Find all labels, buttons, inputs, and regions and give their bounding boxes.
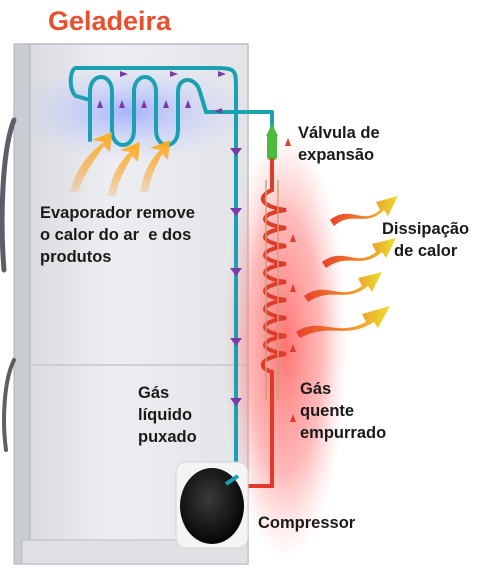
compressor-icon bbox=[175, 461, 249, 549]
label-heat-dissipation-line2: de calor bbox=[394, 242, 458, 260]
label-compressor: Compressor bbox=[258, 514, 356, 532]
label-liquid-gas-line3: puxado bbox=[138, 428, 197, 446]
label-evaporator-line1: Evaporador remove bbox=[40, 204, 195, 222]
heat-dissipation-arrows-icon bbox=[296, 196, 398, 338]
label-heat-dissipation-line1: Dissipação bbox=[382, 220, 470, 238]
door-handle-icon bbox=[0, 117, 17, 452]
label-liquid-gas-line2: líquido bbox=[138, 406, 193, 424]
label-evaporator-line2: o calor do ar e dos bbox=[40, 226, 192, 244]
condenser-rails bbox=[265, 180, 279, 400]
label-liquid-gas: Gás líquido puxado bbox=[138, 382, 197, 448]
label-liquid-gas-line1: Gás bbox=[138, 384, 170, 402]
label-hot-gas: Gás quente empurrado bbox=[300, 378, 386, 444]
label-evaporator-line3: produtos bbox=[40, 248, 112, 266]
diagram-title: Geladeira bbox=[48, 6, 172, 36]
label-hot-gas-line2: quente bbox=[300, 402, 355, 420]
flow-arrows bbox=[97, 71, 242, 406]
label-expansion-valve-line1: Válvula de bbox=[298, 124, 380, 142]
heat-absorption-arrows-icon bbox=[70, 132, 170, 196]
hot-flow-arrows bbox=[285, 138, 296, 422]
label-expansion-valve-line2: expansão bbox=[298, 146, 375, 164]
label-hot-gas-line3: empurrado bbox=[300, 424, 387, 442]
label-hot-gas-line1: Gás bbox=[300, 380, 332, 398]
label-expansion-valve: Válvula de expansão bbox=[298, 122, 380, 166]
heat-glow bbox=[223, 130, 347, 560]
label-heat-dissipation: Dissipação de calor bbox=[382, 218, 469, 262]
label-evaporator: Evaporador remove o calor do ar e dos pr… bbox=[40, 202, 195, 268]
expansion-valve-icon bbox=[266, 124, 278, 160]
cold-pipe bbox=[68, 66, 274, 478]
